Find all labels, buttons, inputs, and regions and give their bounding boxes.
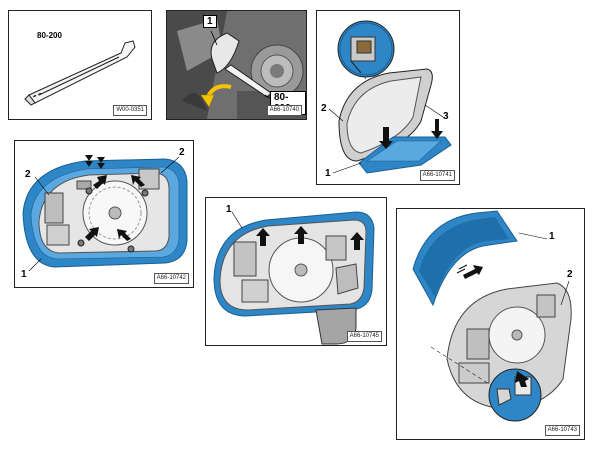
callout-1: 1 <box>325 168 331 179</box>
housing-front-drawing <box>22 155 188 272</box>
figure-id: W00-0351 <box>113 105 147 116</box>
panel-cover-exploded: 1 2 A66-10743 <box>396 208 585 440</box>
figure-id: A66-10745 <box>346 331 382 342</box>
callout-2: 2 <box>321 103 327 114</box>
panel-housing-rear: 1 A66-10745 <box>205 197 387 346</box>
callout-3: 3 <box>443 111 449 122</box>
callout-1: 1 <box>226 204 232 215</box>
callout-2-right: 2 <box>179 147 185 158</box>
tool-drawing <box>24 40 136 106</box>
callout-2: 2 <box>567 269 573 280</box>
panel-tool: 80-200 W00-0351 <box>8 10 152 120</box>
callout-1: 1 <box>21 269 27 280</box>
panel-removal: 1 80-200 A66-10740 <box>166 10 307 120</box>
callout-1: 1 <box>549 231 555 242</box>
panel-glass-back: 2 3 1 A66-10741 <box>316 10 460 185</box>
callout-2-left: 2 <box>25 169 31 180</box>
tool-number-label: 80-200 <box>37 31 62 40</box>
cover-exploded-drawing <box>412 210 572 422</box>
callout-1: 1 <box>203 15 217 28</box>
figure-id: A66-10742 <box>153 273 189 284</box>
figure-id: A66-10741 <box>419 170 455 181</box>
figure-id: A66-10743 <box>544 425 580 436</box>
glass-back-drawing <box>328 20 452 174</box>
panel-housing-front: 2 2 1 A66-10742 <box>14 140 194 288</box>
housing-rear-drawing <box>213 211 375 345</box>
figure-id: A66-10740 <box>266 105 302 116</box>
